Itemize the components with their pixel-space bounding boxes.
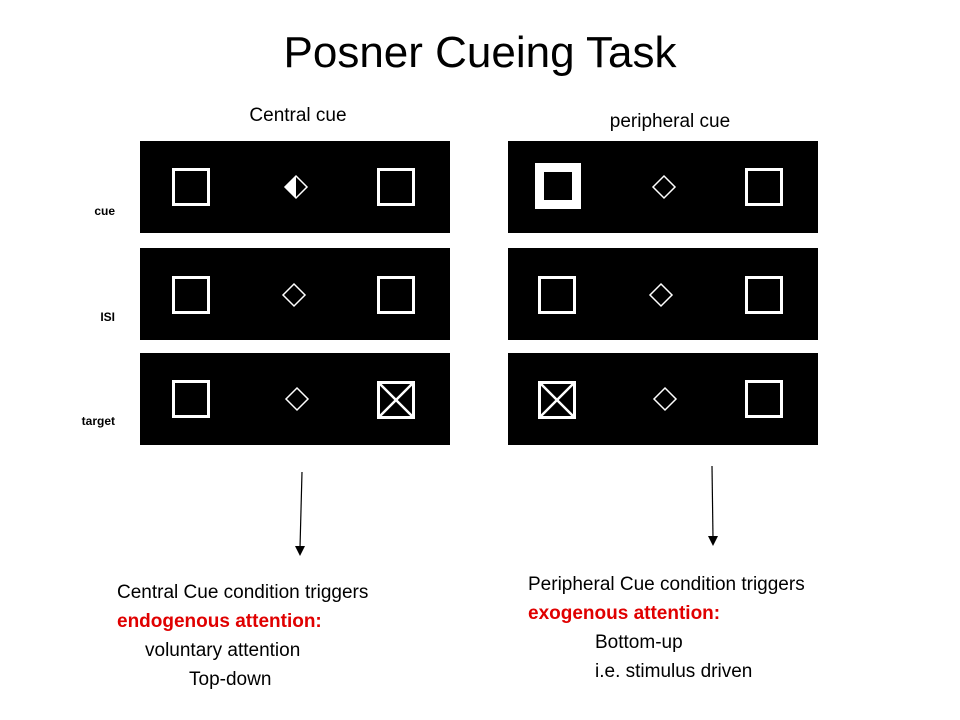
central-cue-caption: Central Cue condition triggers endogenou… xyxy=(117,578,368,694)
slide-title: Posner Cueing Task xyxy=(283,28,677,77)
fixation-diamond-icon xyxy=(281,282,307,308)
fixation-diamond-icon xyxy=(652,386,678,412)
row-label-cue: cue xyxy=(94,204,115,218)
left-placeholder-box xyxy=(172,380,210,418)
central-cue-panel xyxy=(140,141,450,233)
central-arrow-cue-icon xyxy=(283,174,309,200)
central-isi-panel xyxy=(140,248,450,340)
left-down-arrow-icon xyxy=(295,471,305,556)
central-cue-column-title: Central cue xyxy=(249,105,347,126)
fixation-diamond-icon xyxy=(651,174,677,200)
caption-line: Peripheral Cue condition triggers xyxy=(528,574,805,595)
endogenous-attention-label: endogenous attention: xyxy=(117,611,322,632)
right-placeholder-box xyxy=(745,380,783,418)
right-down-arrow-icon xyxy=(708,465,718,546)
highlighted-left-box-cue xyxy=(535,163,581,209)
target-cross-box-icon xyxy=(538,381,576,419)
right-placeholder-box xyxy=(377,168,415,206)
fixation-diamond-icon xyxy=(648,282,674,308)
right-placeholder-box xyxy=(745,168,783,206)
right-placeholder-box xyxy=(745,276,783,314)
caption-line: voluntary attention xyxy=(145,640,301,661)
peripheral-cue-column-title: peripheral cue xyxy=(609,111,731,132)
right-placeholder-box xyxy=(377,276,415,314)
row-label-isi: ISI xyxy=(100,310,115,324)
caption-line: Top-down xyxy=(189,669,272,690)
left-placeholder-box xyxy=(172,168,210,206)
peripheral-cue-caption: Peripheral Cue condition triggers exogen… xyxy=(528,570,805,686)
row-label-target: target xyxy=(81,414,115,428)
target-cross-box-icon xyxy=(377,381,415,419)
fixation-diamond-icon xyxy=(284,386,310,412)
peripheral-cue-panel xyxy=(508,141,818,233)
exogenous-attention-label: exogenous attention: xyxy=(528,603,721,624)
caption-line: i.e. stimulus driven xyxy=(595,661,753,682)
caption-line: Central Cue condition triggers xyxy=(117,582,369,603)
left-placeholder-box xyxy=(538,276,576,314)
central-target-panel xyxy=(140,353,450,445)
caption-line: Bottom-up xyxy=(595,632,683,653)
peripheral-isi-panel xyxy=(508,248,818,340)
left-placeholder-box xyxy=(172,276,210,314)
peripheral-target-panel xyxy=(508,353,818,445)
